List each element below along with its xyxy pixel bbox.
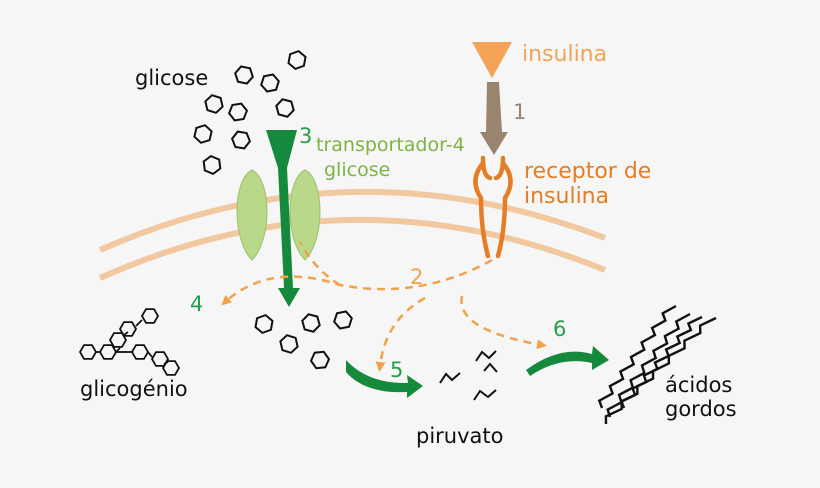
pyruvate-label: piruvato — [416, 424, 504, 448]
step-1: 1 — [513, 100, 527, 124]
transporter-right-half — [289, 169, 321, 261]
glucose-uptake-arrow — [266, 130, 300, 307]
glucose-hexagon — [227, 102, 249, 122]
transporter-label-line1: transportador-4 — [316, 134, 465, 156]
glucose-hexagon — [260, 73, 280, 93]
fatty-acids-label-line1: ácidos — [665, 373, 733, 397]
glucose-hexagon — [333, 310, 353, 330]
glucose-hexagon — [204, 94, 224, 114]
insulin-receptor — [473, 155, 513, 259]
fatty-acid-chains — [597, 304, 717, 425]
insulin-binding-arrow — [480, 82, 508, 155]
glycogen-hexagon — [161, 360, 181, 376]
glut4-transporter — [236, 169, 321, 261]
step-2: 2 — [410, 265, 424, 289]
signal-to-fatty-acids — [460, 295, 547, 350]
fatty-acid-chain — [604, 316, 717, 425]
insulin-label: insulina — [522, 42, 608, 67]
transporter-left-half — [236, 169, 268, 261]
glycolysis-arrow — [346, 360, 423, 398]
glycogen-label: glicogénio — [80, 377, 188, 401]
fatty-acid-chain — [597, 304, 677, 409]
glucose-molecules — [193, 49, 353, 370]
glycogen-hexagon — [140, 308, 160, 324]
fatty-acid-chain — [606, 312, 691, 418]
insulin-triangle — [472, 42, 512, 78]
lipogenesis-arrow — [526, 346, 609, 376]
step-3: 3 — [299, 124, 313, 148]
signal-pathways — [221, 241, 547, 372]
membrane-inner — [98, 217, 607, 281]
glycogen-molecule — [78, 308, 181, 376]
glucose-hexagon — [234, 65, 254, 85]
glycogen-bond — [123, 331, 129, 336]
fatty-acid-chain — [620, 315, 703, 409]
step-5: 5 — [390, 358, 404, 382]
receptor-label-line1: receptor de — [524, 159, 652, 184]
glucose-hexagon — [202, 154, 222, 176]
glycogen-hexagon — [118, 321, 138, 337]
glucose-label: glicose — [135, 66, 209, 90]
glucose-hexagon — [287, 49, 307, 71]
glycogen-hexagon — [130, 344, 150, 360]
signal-to-transporter — [298, 241, 341, 287]
transporter-label-line2: glicose — [324, 159, 391, 181]
signal-to-glycogen — [221, 258, 493, 306]
signal-to-pyruvate — [375, 296, 426, 372]
glucose-hexagon — [193, 124, 213, 144]
fatty-acids-label-line2: gordos — [665, 397, 737, 421]
pyruvate-molecules — [439, 350, 498, 401]
glycogen-bond — [135, 319, 143, 327]
membrane-outer — [98, 188, 607, 253]
glycogen-bond — [147, 351, 153, 358]
glucose-hexagon — [275, 98, 295, 118]
glucose-hexagon — [279, 334, 299, 354]
receptor-label-line2: insulina — [524, 184, 610, 209]
step-6: 6 — [553, 317, 567, 341]
glucose-hexagon — [301, 313, 321, 333]
glucose-hexagon — [309, 350, 331, 370]
glucose-hexagon — [230, 130, 252, 150]
glycogen-hexagon — [78, 344, 98, 360]
step-4: 4 — [190, 292, 204, 316]
glucose-hexagon — [254, 313, 274, 335]
glycogen-bond — [163, 361, 169, 365]
